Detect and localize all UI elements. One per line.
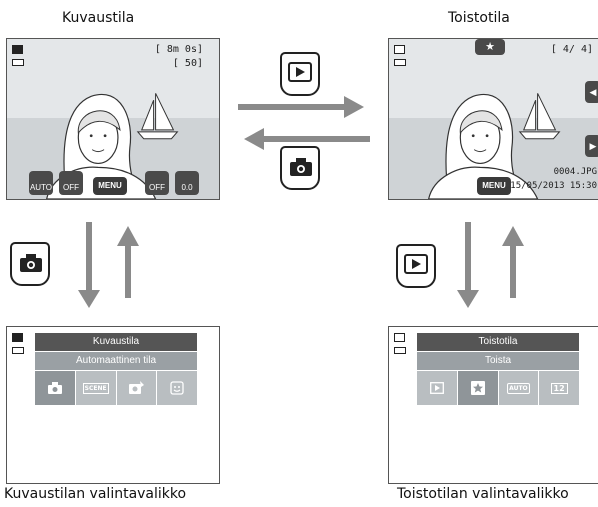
scene-icon[interactable]: SCENE xyxy=(76,371,117,405)
favorite-star-button[interactable]: ★ xyxy=(475,39,505,55)
remaining-time: [ 8m 0s] xyxy=(154,44,203,55)
capture-datetime: 15/05/2013 15:30 xyxy=(510,181,597,191)
arrow-to-playback-menu-head xyxy=(457,290,479,308)
battery-icon xyxy=(12,59,24,66)
playback-mode-caption: Toistotila xyxy=(448,10,510,26)
arrow-from-shooting-menu xyxy=(125,244,131,298)
shooting-menu-button[interactable]: MENU xyxy=(93,177,127,195)
camera-key-icon[interactable] xyxy=(10,242,50,286)
exposure-compensation-button[interactable]: 0.0 xyxy=(175,171,199,195)
camera-mode-icon xyxy=(12,45,23,54)
battery-icon xyxy=(394,59,406,66)
battery-icon xyxy=(12,347,24,354)
shooting-screen: [ 8m 0s] [ 50] AUTO OFF MENU OFF 0.0 xyxy=(6,38,220,200)
arrow-to-shooting-menu xyxy=(86,222,92,292)
playback-key-icon[interactable] xyxy=(280,52,320,96)
battery-icon xyxy=(394,347,406,354)
shooting-mode-caption: Kuvaustila xyxy=(62,10,135,26)
arrow-to-playback xyxy=(238,104,346,110)
shooting-menu-caption: Kuvaustilan valintavalikko xyxy=(4,486,187,502)
macro-mode-button[interactable]: OFF xyxy=(145,171,169,195)
playback-menu-caption: Toistotilan valintavalikko xyxy=(397,486,569,502)
playback-menu-screen: Toistotila Toista AUTO 12 xyxy=(388,326,598,484)
self-timer-button[interactable]: OFF xyxy=(59,171,83,195)
portrait-photo xyxy=(7,39,219,199)
shooting-menu-title: Kuvaustila xyxy=(35,333,197,351)
image-counter: [ 4/ 4] xyxy=(550,44,593,55)
shooting-menu-screen: Kuvaustila Automaattinen tila SCENE xyxy=(6,326,220,484)
playback-key-icon[interactable] xyxy=(396,244,436,288)
playback-menu-selected: Toista xyxy=(417,351,579,370)
remaining-shots: [ 50] xyxy=(172,58,203,69)
playback-menu-title: Toistotila xyxy=(417,333,579,351)
arrow-to-shooting-head xyxy=(244,128,264,150)
playback-mode-icon xyxy=(394,333,405,342)
arrow-to-shooting-menu-head xyxy=(78,290,100,308)
playback-mode-icon xyxy=(394,45,405,54)
flash-mode-button[interactable]: AUTO xyxy=(29,171,53,195)
camera-key-icon[interactable] xyxy=(280,146,320,190)
arrow-to-playback-head xyxy=(344,96,364,118)
next-image-button[interactable]: ▶ xyxy=(585,135,598,157)
auto-sort-icon[interactable]: AUTO xyxy=(499,371,540,405)
camera-icon[interactable] xyxy=(35,371,76,405)
shooting-mode-menu: Kuvaustila Automaattinen tila SCENE xyxy=(35,333,197,405)
smile-icon[interactable] xyxy=(157,371,197,405)
previous-image-button[interactable]: ◀ xyxy=(585,81,598,103)
shooting-menu-selected: Automaattinen tila xyxy=(35,351,197,370)
arrow-from-shooting-menu-head xyxy=(117,226,139,246)
arrow-from-playback-menu-head xyxy=(502,226,524,246)
playback-mode-menu: Toistotila Toista AUTO 12 xyxy=(417,333,579,405)
playback-menu-button[interactable]: MENU xyxy=(477,177,511,195)
arrow-to-playback-menu xyxy=(465,222,471,292)
list-by-date-icon[interactable]: 12 xyxy=(539,371,579,405)
smart-portrait-icon[interactable] xyxy=(117,371,158,405)
playback-screen: ★ [ 4/ 4] ◀ ▶ MENU 0004.JPG 15/05/2013 1… xyxy=(388,38,598,200)
favorites-icon[interactable] xyxy=(457,371,499,405)
file-name: 0004.JPG xyxy=(553,167,597,177)
arrow-to-shooting xyxy=(262,136,370,142)
arrow-from-playback-menu xyxy=(510,244,516,298)
camera-mode-icon xyxy=(12,333,23,342)
play-icon[interactable] xyxy=(417,371,458,405)
